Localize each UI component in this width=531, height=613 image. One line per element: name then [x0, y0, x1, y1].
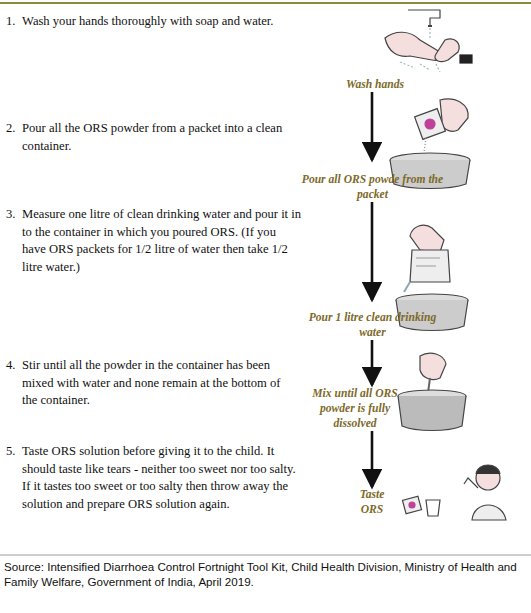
wash-hands-drawing [385, 10, 472, 72]
flow-arrow [371, 202, 374, 300]
flow-arrow [371, 92, 374, 160]
step-caption: Wash hands [346, 77, 404, 92]
flow-arrow [371, 431, 374, 487]
step-text: Wash your hands thoroughly with soap and… [22, 13, 294, 31]
flow-arrow [371, 340, 374, 385]
step-caption: Pour all ORS powde from the packet [290, 172, 455, 202]
step-caption-box: Taste ORS [350, 487, 394, 517]
step-text: Pour all the ORS powder from a packet in… [22, 120, 294, 155]
step-caption-box: Mix until all ORS powder is fully dissol… [305, 385, 405, 431]
step-number: 3. [6, 206, 22, 224]
step-caption-box: Pour all ORS powde from the packet [290, 160, 455, 202]
mix-drawing [398, 353, 466, 430]
taste-drawing [402, 465, 506, 520]
step-caption: Mix until all ORS powder is fully dissol… [305, 386, 405, 431]
source-caption: Source: Intensified Diarrhoea Control Fo… [4, 560, 529, 589]
bottom-rule [0, 555, 531, 556]
step-text: Taste ORS solution before giving it to t… [22, 443, 302, 513]
step-number: 1. [6, 13, 22, 31]
step-caption: Pour 1 litre clean drinking water [295, 310, 450, 340]
step-number: 4. [6, 357, 22, 375]
step-number: 2. [6, 120, 22, 138]
step-caption-box: Wash hands [300, 8, 450, 92]
step-number: 5. [6, 443, 22, 461]
step-text: Stir until all the powder in the contain… [22, 357, 294, 410]
top-rule [0, 2, 531, 4]
step-caption-box: Pour 1 litre clean drinking water [295, 300, 450, 340]
step-caption: Taste ORS [350, 487, 394, 517]
step-text: Measure one litre of clean drinking wate… [22, 206, 302, 276]
